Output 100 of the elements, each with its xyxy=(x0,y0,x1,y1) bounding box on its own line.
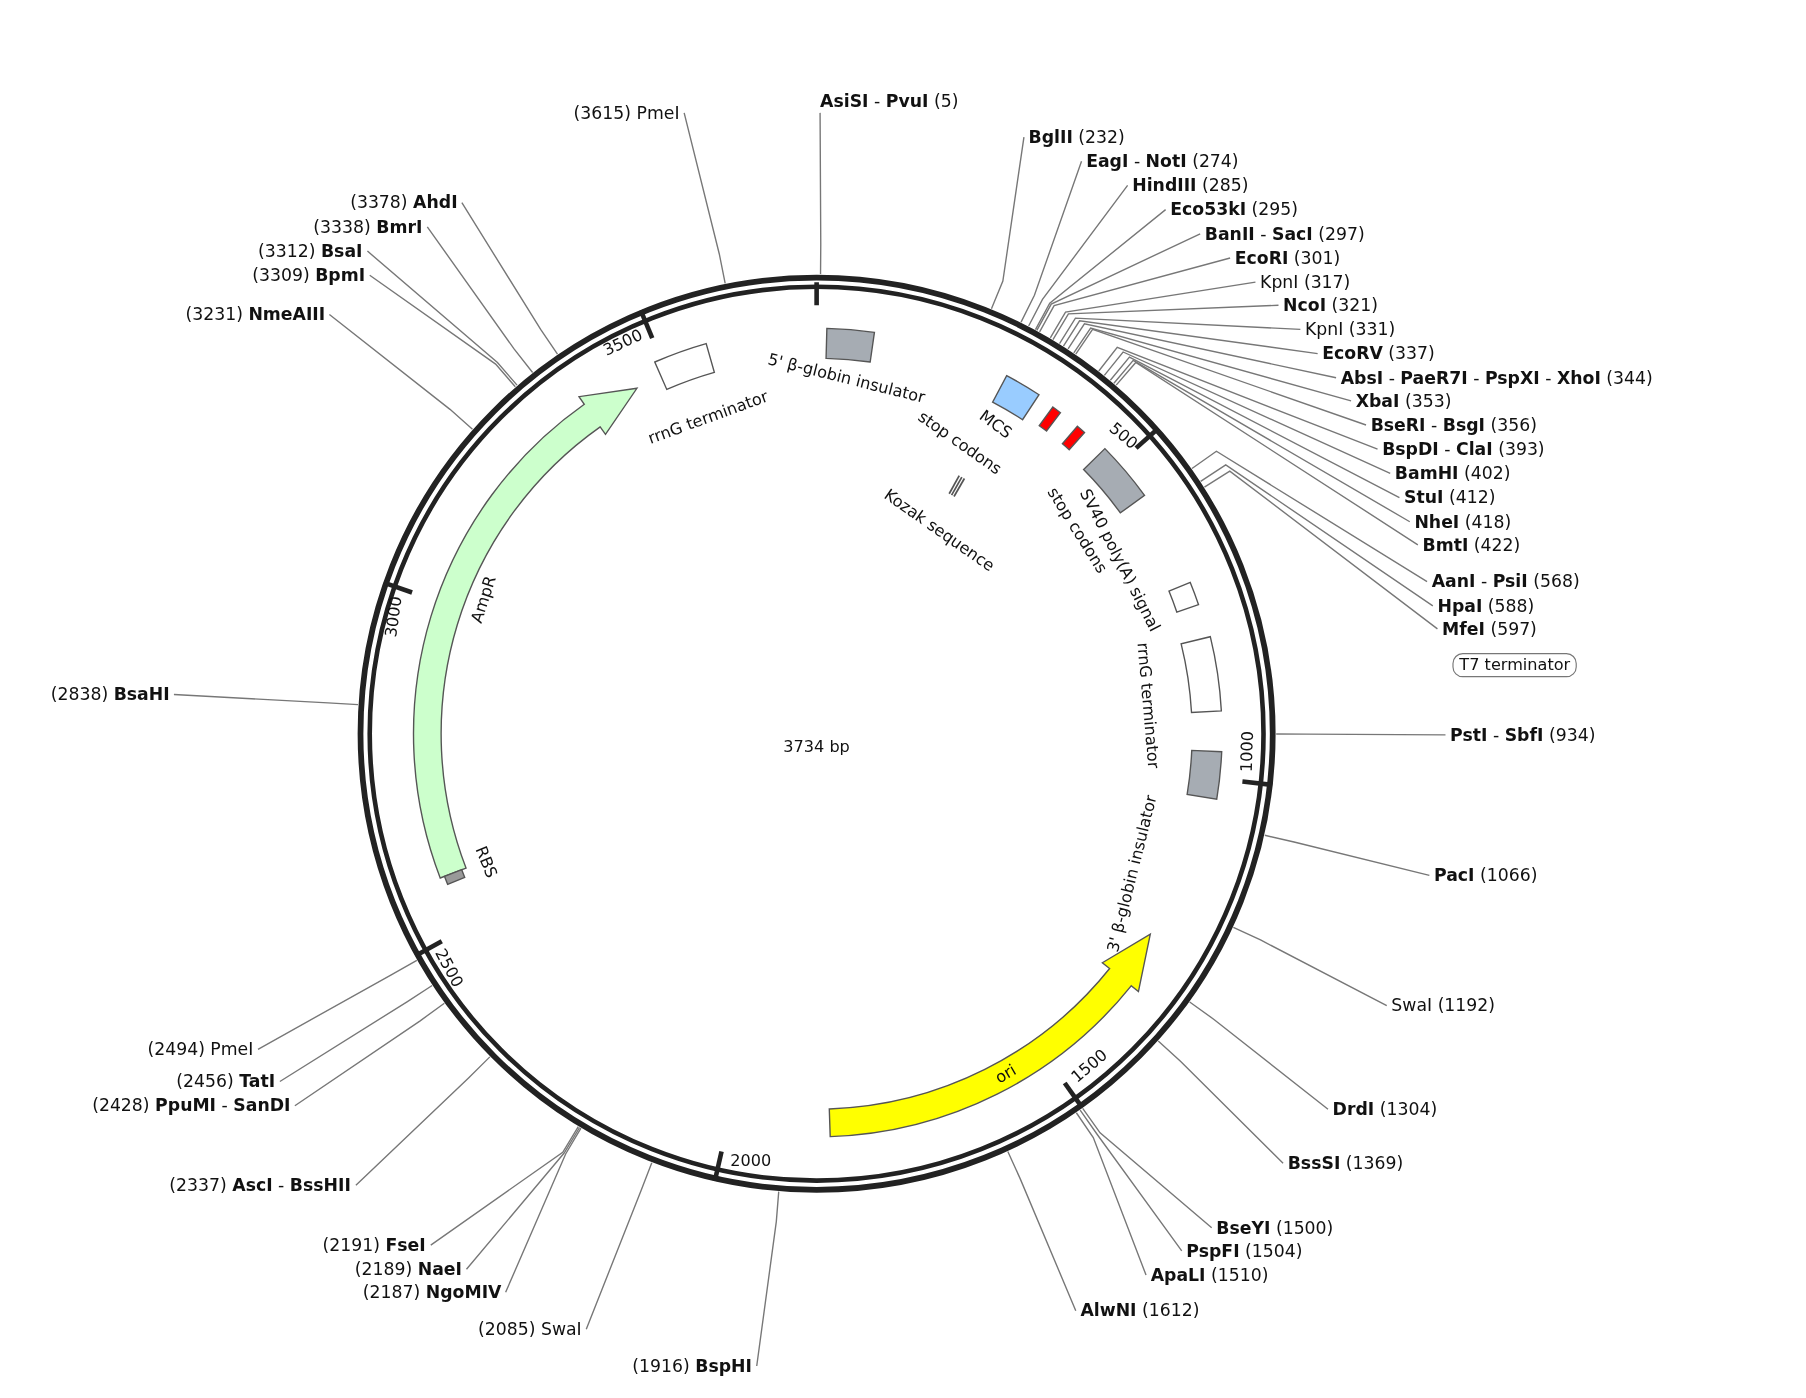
leader-line xyxy=(173,693,359,706)
leader-line xyxy=(1058,317,1302,345)
leader-line xyxy=(1079,1109,1183,1252)
leader-line xyxy=(756,1190,780,1367)
leader-line xyxy=(279,984,433,1083)
plasmid-size: 3734 bp xyxy=(783,736,850,757)
restriction-site-label: (2337) AscI - BssHII xyxy=(169,1174,351,1196)
restriction-site-label: (3615) PmeI xyxy=(573,102,680,124)
leader-line xyxy=(1157,1040,1284,1164)
leader-line xyxy=(430,1126,579,1246)
leader-line xyxy=(355,1056,491,1186)
leader-line xyxy=(1049,281,1257,339)
leader-line xyxy=(990,136,1025,310)
restriction-site-label: SwaI (1192) xyxy=(1391,995,1496,1016)
restriction-site-label: BspDI - ClaI (393) xyxy=(1382,438,1545,460)
leader-line xyxy=(1115,361,1419,546)
restriction-site-label: (2189) NaeI xyxy=(354,1258,462,1280)
leader-line xyxy=(257,959,418,1050)
leader-line xyxy=(1067,323,1337,379)
restriction-site-label: EcoRV (337) xyxy=(1322,343,1435,364)
leader-line xyxy=(1082,1107,1213,1229)
restriction-site-label: PstI - SbfI (934) xyxy=(1450,724,1596,746)
leader-line xyxy=(1113,359,1411,523)
restriction-site-label: (2456) TatI xyxy=(176,1071,276,1092)
restriction-site-label: StuI (412) xyxy=(1404,487,1496,508)
leader-line xyxy=(1062,320,1319,355)
restriction-site-label: ApaLI (1510) xyxy=(1150,1264,1269,1286)
restriction-site-label: Eco53kI (295) xyxy=(1170,199,1299,220)
feature-label: AmpR xyxy=(466,573,501,625)
restriction-site-label: AsiSI - PvuI (5) xyxy=(820,91,959,112)
leader-line xyxy=(683,112,726,285)
leader-line xyxy=(1038,257,1231,333)
restriction-site-label: (2085) SwaI xyxy=(478,1318,582,1340)
restriction-site-label: (3378) AhdI xyxy=(350,192,458,214)
feature-label: ori xyxy=(991,1059,1020,1088)
leader-line xyxy=(1232,926,1388,1007)
restriction-site-label: (3309) BpmI xyxy=(252,264,366,286)
tick-label: 1000 xyxy=(1236,730,1258,772)
restriction-site-label: KpnI (331) xyxy=(1305,319,1396,340)
restriction-site-label: BseYI (1500) xyxy=(1216,1217,1334,1239)
restriction-site-label: HindIII (285) xyxy=(1132,175,1249,196)
restriction-site-label: (3231) NmeAIII xyxy=(185,304,326,325)
restriction-site-label: (2494) PmeI xyxy=(147,1038,254,1060)
feature-label: RBS xyxy=(470,842,502,881)
tick-label: 3500 xyxy=(600,324,646,360)
leader-line xyxy=(504,1127,582,1293)
restriction-site-label: (2428) PpuMI - SanDI xyxy=(92,1095,291,1117)
leader-line xyxy=(1007,1150,1077,1312)
restriction-site-label: (2191) FseI xyxy=(322,1234,426,1256)
feature-label: rrnG terminator xyxy=(1132,641,1164,769)
leader-line xyxy=(1020,160,1083,323)
restriction-site-label: EagI - NotI (274) xyxy=(1086,150,1239,172)
leader-line xyxy=(1034,208,1167,331)
leader-line xyxy=(465,1126,581,1270)
leader-line xyxy=(1103,351,1391,475)
restriction-site-label: EcoRI (301) xyxy=(1234,247,1341,269)
leader-line xyxy=(1075,328,1367,426)
leader-line xyxy=(1075,1112,1147,1276)
restriction-site-label: PacI (1066) xyxy=(1434,865,1538,886)
leader-line xyxy=(819,112,822,275)
leader-line xyxy=(426,226,534,374)
leader-line xyxy=(461,202,559,355)
leader-line xyxy=(1098,346,1379,450)
restriction-site-label: XbaI (353) xyxy=(1355,390,1452,412)
restriction-site-label: AlwNI (1612) xyxy=(1080,1300,1200,1322)
restriction-site-label: BseRI - BsgI (356) xyxy=(1370,414,1537,436)
restriction-site-label: BamHI (402) xyxy=(1394,463,1511,484)
leader-line xyxy=(1052,304,1280,341)
restriction-site-label: NcoI (321) xyxy=(1283,294,1379,316)
restriction-site-label: (2838) BsaHI xyxy=(50,684,170,705)
tick-label: 500 xyxy=(1104,418,1141,453)
leader-line xyxy=(366,250,518,386)
restriction-site-label: BglII (232) xyxy=(1028,126,1125,148)
restriction-site-label: BssSI (1369) xyxy=(1287,1152,1404,1174)
restriction-site-label: BmtI (422) xyxy=(1422,534,1521,556)
restriction-site-label: MfeI (597) xyxy=(1442,618,1537,640)
leader-line xyxy=(328,313,474,430)
leader-line xyxy=(294,1002,446,1107)
restriction-site-label: (2187) NgoMIV xyxy=(362,1281,502,1303)
leader-line xyxy=(1264,834,1431,877)
leader-line xyxy=(1275,733,1447,736)
restriction-site-label: DrdI (1304) xyxy=(1332,1098,1438,1120)
leader-line xyxy=(1109,356,1401,499)
restriction-site-label: KpnI (317) xyxy=(1260,271,1351,293)
restriction-site-label: (3312) BsaI xyxy=(258,240,363,262)
leader-line xyxy=(1073,327,1352,402)
restriction-site-label: (1916) BspHI xyxy=(632,1355,752,1377)
restriction-site-label: BanII - SacI (297) xyxy=(1204,223,1365,245)
leader-line xyxy=(1027,184,1129,327)
restriction-site-label: PspFI (1504) xyxy=(1186,1240,1303,1262)
leader-line xyxy=(1036,233,1201,331)
tick-label: 3000 xyxy=(381,594,407,638)
restriction-site-label: HpaI (588) xyxy=(1437,595,1535,617)
leader-line xyxy=(369,274,516,388)
tick-label: 2000 xyxy=(730,1150,772,1170)
leader-line xyxy=(1189,1001,1329,1110)
restriction-site-label: (3338) BmrI xyxy=(313,216,423,238)
leader-line xyxy=(1199,464,1434,607)
leader-line xyxy=(1191,450,1428,583)
restriction-site-label: AanI - PsiI (568) xyxy=(1431,571,1580,592)
